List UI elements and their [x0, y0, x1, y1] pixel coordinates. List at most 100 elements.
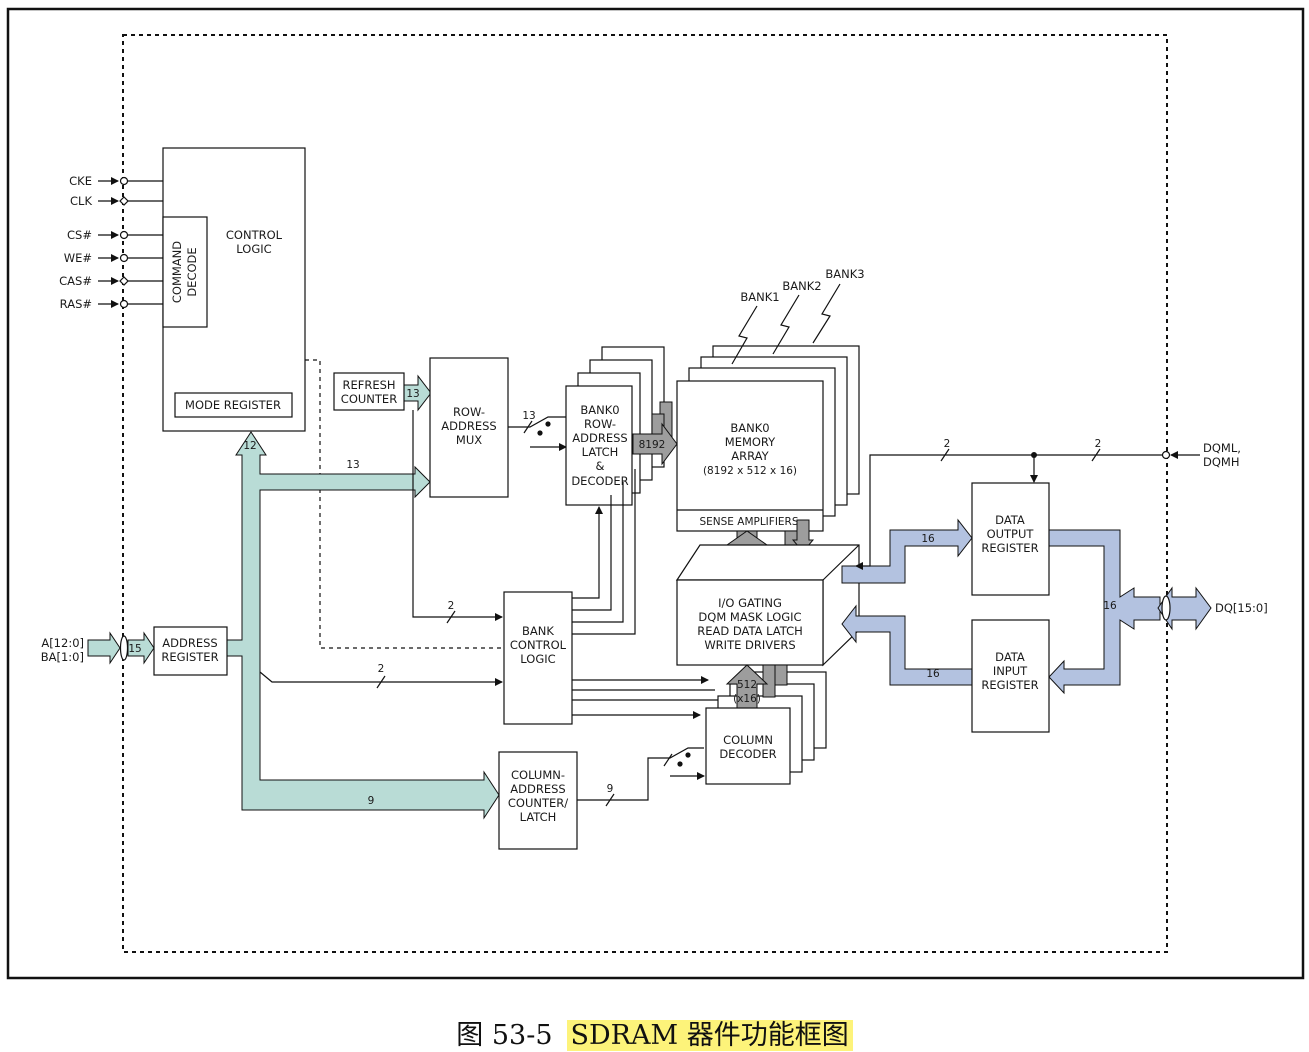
column-counter-label: COLUMN-	[511, 768, 565, 782]
bus-width-label: (x16)	[733, 693, 761, 705]
ras-label: RAS#	[60, 297, 92, 311]
control-logic-label: CONTROL	[226, 228, 283, 242]
we-label: WE#	[64, 251, 92, 265]
figure-number: 图 53-5	[456, 1020, 553, 1051]
control-dashed-path	[305, 359, 504, 649]
bus-width-label: 2	[448, 600, 455, 612]
data-output-label: OUTPUT	[987, 527, 1035, 541]
row-latch-label: LATCH	[582, 445, 619, 459]
address-register-label: ADDRESS	[162, 636, 217, 650]
figure-frame	[6, 7, 1305, 980]
column-decoder-stack: 512 (x16) COLUMN DECODER	[705, 664, 827, 785]
row-address-mux-block: ROW- ADDRESS MUX	[429, 357, 509, 498]
column-counter-label: COUNTER/	[508, 796, 568, 810]
bank-address-input-label: BA[1:0]	[41, 650, 84, 664]
address-input-label: A[12:0]	[41, 636, 84, 650]
control-logic-block: CONTROL LOGIC COMMAND DECODE MODE REGIST…	[162, 147, 306, 432]
command-decode-label: COMMAND	[170, 241, 184, 303]
bank2-label: BANK2	[782, 279, 821, 293]
column-counter-label: LATCH	[520, 810, 557, 824]
bus-width-label: 2	[944, 438, 951, 450]
address-register-block: ADDRESS REGISTER	[153, 626, 228, 676]
memory-array-label: MEMORY	[725, 435, 776, 449]
io-gating-label: DQM MASK LOGIC	[698, 610, 801, 624]
dqm-path	[855, 448, 1200, 570]
command-decode-label: DECODE	[185, 247, 199, 296]
bank-control-label: CONTROL	[510, 638, 567, 652]
address-register-label: REGISTER	[161, 650, 218, 664]
data-output-register-block: DATA OUTPUT REGISTER	[971, 482, 1050, 596]
bank-labels: BANK1 BANK2 BANK3	[731, 267, 865, 365]
data-input-label: DATA	[995, 650, 1025, 664]
refresh-counter-label: REFRESH	[342, 378, 395, 392]
cke-label: CKE	[69, 174, 92, 188]
address-bus: A[12:0] BA[1:0] 15 12 13 9 13	[41, 374, 500, 820]
mode-register-block	[174, 392, 293, 418]
bus-width-label: 512	[737, 679, 757, 691]
row-latch-label: &	[596, 459, 605, 473]
io-gating-label: READ DATA LATCH	[697, 624, 803, 638]
memory-array-label: BANK0	[730, 421, 769, 435]
command-decode-block	[162, 216, 208, 328]
bus-width-label: 16	[1103, 600, 1117, 612]
sdram-block-diagram: CKE CLK CS# WE# CAS# RAS#	[6, 7, 1305, 980]
sense-amplifiers-label: SENSE AMPLIFIERS	[699, 516, 798, 528]
bank-control-label: LOGIC	[520, 652, 555, 666]
bus-width-label: 16	[921, 533, 935, 545]
bus-width-label: 12	[243, 440, 256, 452]
cs-label: CS#	[67, 228, 92, 242]
data-output-label: REGISTER	[981, 541, 1038, 555]
data-input-label: INPUT	[993, 664, 1028, 678]
data-input-label: REGISTER	[981, 678, 1038, 692]
memory-array-label: (8192 x 512 x 16)	[703, 465, 797, 477]
bank-control-label: BANK	[522, 624, 554, 638]
memory-array-label: ARRAY	[731, 449, 769, 463]
control-inputs: CKE CLK CS# WE# CAS# RAS#	[59, 174, 163, 311]
bank3-label: BANK3	[825, 267, 864, 281]
row-mux-label: ROW-	[453, 405, 485, 419]
refresh-counter-block: REFRESH COUNTER	[333, 372, 405, 411]
bus-width-label: 2	[378, 663, 385, 675]
bank0-memory-array: BANK0 MEMORY ARRAY (8192 x 512 x 16) SEN…	[676, 380, 824, 532]
row-decode-bus: 8192	[632, 401, 678, 466]
row-latch-decoder-stack: BANK0 ROW- ADDRESS LATCH & DECODER	[565, 346, 665, 506]
control-logic-label: LOGIC	[236, 242, 271, 256]
dqm-label: DQML,	[1203, 441, 1241, 455]
data-bus: 16 16 16 DQ[15:0]	[841, 518, 1268, 695]
bus-width-label: 9	[607, 783, 614, 795]
dq-label: DQ[15:0]	[1215, 601, 1268, 615]
bus-width-label: 9	[368, 795, 375, 807]
refresh-counter-label: COUNTER	[341, 392, 397, 406]
figure-caption: 图 53-5 SDRAM 器件功能框图	[0, 1013, 1309, 1052]
bank-control-wires	[572, 469, 727, 719]
column-address-counter-block: COLUMN- ADDRESS COUNTER/ LATCH	[498, 751, 578, 850]
row-latch-label: BANK0	[580, 403, 619, 417]
clk-label: CLK	[70, 194, 92, 208]
bus-width-label: 13	[346, 459, 359, 471]
row-latch-label: ADDRESS	[572, 431, 627, 445]
cas-label: CAS#	[59, 274, 92, 288]
figure-title: SDRAM 器件功能框图	[566, 1020, 853, 1051]
data-input-register-block: DATA INPUT REGISTER	[971, 619, 1050, 733]
chip-boundary	[122, 34, 1168, 953]
row-latch-label: ROW-	[584, 417, 616, 431]
row-mux-label: MUX	[456, 433, 482, 447]
io-gating-block: I/O GATING DQM MASK LOGIC READ DATA LATC…	[675, 544, 860, 667]
bus-width-label: 16	[926, 668, 940, 680]
bus-width-label: 13	[522, 410, 535, 422]
bank-control-logic-block: BANK CONTROL LOGIC	[503, 591, 573, 725]
column-decoder-label: COLUMN	[723, 733, 773, 747]
bus-width-label: 2	[1095, 438, 1102, 450]
bus-width-label: 8192	[639, 439, 666, 451]
io-gating-label: WRITE DRIVERS	[704, 638, 795, 652]
column-decoder-label: DECODER	[719, 747, 776, 761]
bus-width-label: 13	[406, 388, 419, 400]
bank1-label: BANK1	[740, 290, 779, 304]
row-mux-label: ADDRESS	[441, 419, 496, 433]
row-latch-label: DECODER	[571, 474, 628, 488]
bus-width-label: 15	[128, 643, 141, 655]
dqm-label: DQMH	[1203, 455, 1239, 469]
io-gating-label: I/O GATING	[718, 596, 782, 610]
column-counter-label: ADDRESS	[510, 782, 565, 796]
mode-register-label: MODE REGISTER	[185, 398, 281, 412]
